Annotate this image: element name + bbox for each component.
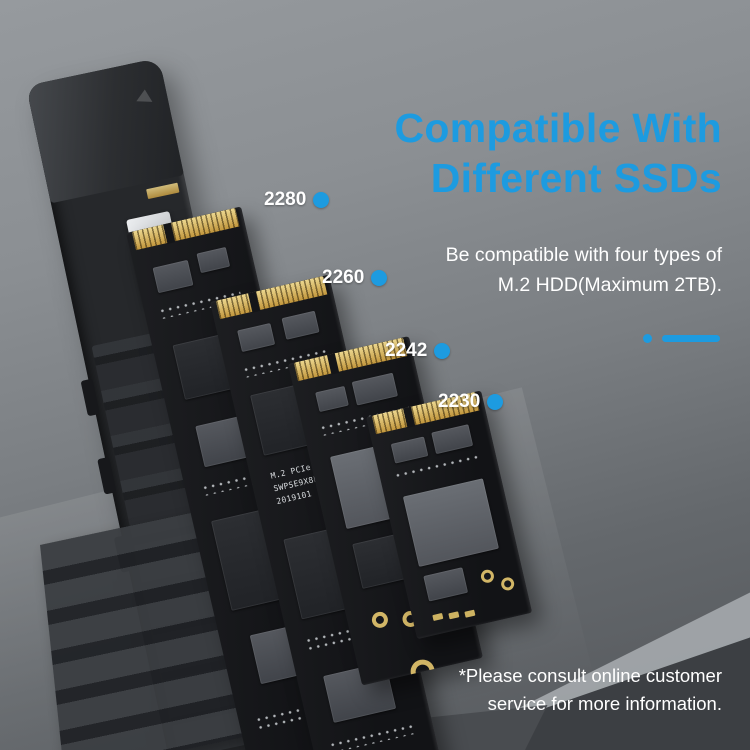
enclosure-connector <box>146 182 180 200</box>
size-badge-2242: 2242 <box>385 340 451 362</box>
divider-bar-icon <box>662 335 720 342</box>
pcb-chip <box>281 310 320 340</box>
connector-notch <box>162 221 176 244</box>
enclosure-clip <box>80 378 100 417</box>
size-label: 2260 <box>322 267 365 288</box>
pcb-chip <box>196 246 231 274</box>
enclosure-clip <box>97 456 117 495</box>
accent-dot-icon <box>487 394 504 410</box>
accent-divider <box>643 334 720 343</box>
accent-dot-icon <box>371 270 388 286</box>
title-line-2: Different SSDs <box>430 155 722 202</box>
size-badge-2260: 2260 <box>322 267 388 289</box>
size-label: 2242 <box>385 340 428 361</box>
mount-hole <box>499 576 516 592</box>
footnote-text: *Please consult online customer service … <box>459 662 722 718</box>
pcb-chip <box>390 436 429 464</box>
size-label: 2230 <box>438 391 481 412</box>
size-badge-2230: 2230 <box>438 391 504 413</box>
solder-pads <box>327 721 419 750</box>
size-label: 2280 <box>264 189 307 210</box>
divider-dot-icon <box>643 334 652 343</box>
accent-dot-icon <box>434 343 451 359</box>
pcb-chip <box>315 385 349 413</box>
pcb-chip <box>351 372 399 406</box>
pcb-chip <box>431 424 474 455</box>
enclosure-cap <box>26 57 184 204</box>
connector-notch <box>402 405 416 428</box>
description-line-2: M.2 HDD(Maximum 2TB). <box>497 274 722 297</box>
connector-notch <box>326 352 339 375</box>
mount-hole <box>479 568 496 585</box>
description-text: Be compatible with four types of M.2 HDD… <box>446 240 722 300</box>
page-title: Compatible With Different SSDs <box>394 103 722 203</box>
gold-pad <box>432 612 444 622</box>
footnote-line-2: service for more information. <box>487 692 722 714</box>
connector-notch <box>247 290 261 313</box>
gold-pad <box>464 609 476 618</box>
description-line-1: Be compatible with four types of <box>445 244 722 266</box>
footnote-line-1: *Please consult online customer <box>458 665 722 686</box>
pcb-chip <box>423 567 469 602</box>
accent-dot-icon <box>313 192 330 208</box>
pcb-chip <box>152 259 194 294</box>
nand-chip <box>402 478 499 567</box>
mount-hole <box>370 610 390 630</box>
unlock-arrow-icon <box>136 89 153 102</box>
pcb-chip <box>237 322 276 353</box>
size-badge-2280: 2280 <box>264 189 330 211</box>
title-line-1: Compatible With <box>394 105 722 151</box>
gold-pad <box>448 611 460 620</box>
